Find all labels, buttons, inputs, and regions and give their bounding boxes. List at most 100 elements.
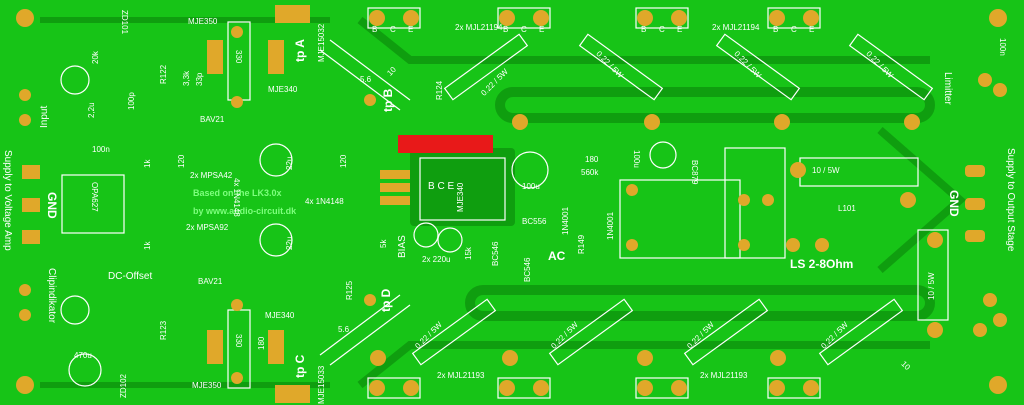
- pad: [231, 96, 243, 108]
- n4001b-label: 1N4001: [606, 211, 615, 240]
- input-conn-outline: [60, 65, 90, 95]
- pad: [512, 114, 528, 130]
- mount-hole-pad: [16, 9, 34, 27]
- l101-label: L101: [838, 204, 856, 213]
- pad: [978, 73, 992, 87]
- supply-os-label: Supply to Output Stage: [1005, 148, 1016, 252]
- input-pad: [19, 89, 31, 101]
- mje15032-label: MJE15032: [317, 23, 326, 62]
- emitter-resistors: [411, 33, 934, 366]
- opa627-label: OPA627: [90, 182, 99, 212]
- r180-a-label: 180: [585, 155, 599, 164]
- pin-c-b: C: [521, 25, 527, 34]
- pad: [769, 380, 785, 396]
- heatsink-d-outline: [767, 7, 821, 29]
- va-gnd-pad: [22, 198, 40, 212]
- r10-5w-right-outline: [917, 229, 949, 321]
- c2u2-label: 2,2u: [87, 102, 96, 118]
- pad: [774, 114, 790, 130]
- pad: [231, 372, 243, 384]
- n4148-top-label: 4x 1N4148: [232, 178, 241, 217]
- pad: [900, 192, 916, 208]
- mje340-bot-label: MJE340: [265, 311, 295, 320]
- pad: [973, 323, 987, 337]
- r120-b-label: 120: [177, 154, 186, 168]
- c100u-b-label: 100u: [632, 150, 641, 168]
- bav21-top-label: BAV21: [200, 115, 225, 124]
- n4001a-label: 1N4001: [561, 206, 570, 235]
- pin-b-d: B: [773, 25, 779, 34]
- pad: [231, 299, 243, 311]
- mje340-bce-label: B C E: [428, 181, 455, 192]
- zd102-label: ZD102: [119, 373, 128, 398]
- r022-4-outline: [848, 33, 934, 101]
- tp-a-label: tp A: [293, 39, 307, 62]
- pin-e-d: E: [809, 25, 815, 34]
- clip-conn-outline: [60, 295, 90, 325]
- pin-b-a: B: [372, 25, 378, 34]
- tp-b-label: tp B: [381, 88, 395, 112]
- mpsa92-label: 2x MPSA92: [186, 223, 229, 232]
- r330-bot-label: 330: [234, 334, 243, 348]
- copper-rail-bottom: [465, 285, 935, 321]
- gnd-left-label: GND: [45, 192, 59, 219]
- pad: [231, 26, 243, 38]
- tp-c-label: tp C: [293, 354, 307, 378]
- bias-label: BIAS: [397, 235, 408, 258]
- pad: [671, 380, 687, 396]
- r15k-label: 15k: [464, 247, 473, 260]
- copper-trace-bottom: [357, 341, 930, 389]
- pad: [499, 10, 515, 26]
- r125-label: R125: [345, 280, 354, 300]
- zd101-label: ZD101: [120, 10, 129, 35]
- pad: [983, 293, 997, 307]
- pad: [403, 380, 419, 396]
- pad: [626, 184, 638, 196]
- r180-b-label: 180: [257, 336, 266, 350]
- r1k-a-label: 1k: [143, 159, 152, 168]
- cap-220u-b-outline: [437, 227, 463, 253]
- pad: [786, 238, 800, 252]
- mje340-pad: [380, 170, 410, 179]
- bc556-label: BC556: [522, 217, 547, 226]
- pad: [803, 10, 819, 26]
- pin-c-c: C: [659, 25, 665, 34]
- va-gnd-pad: [22, 165, 40, 179]
- pad: [904, 114, 920, 130]
- heatsink-f-outline: [497, 377, 551, 399]
- pad: [993, 83, 1007, 97]
- r124-label: R124: [435, 80, 444, 100]
- va-gnd-pad: [22, 230, 40, 244]
- pad: [369, 10, 385, 26]
- pad: [364, 94, 376, 106]
- ls-label: LS 2-8Ohm: [790, 257, 854, 271]
- mje340-pad: [268, 330, 284, 364]
- pad: [790, 162, 806, 178]
- mount-hole-pad: [989, 376, 1007, 394]
- input-pad: [19, 114, 31, 126]
- cap-470u-outline: [68, 353, 102, 387]
- mje350-top-label: MJE350: [188, 17, 218, 26]
- mount-hole-pad: [989, 9, 1007, 27]
- mjl21193-b-label: 2x MJL21193: [700, 371, 748, 380]
- mje340-top-label: MJE340: [268, 85, 298, 94]
- r56-top-outline: [319, 39, 411, 111]
- cap-220u-a-outline: [413, 222, 439, 248]
- r20k-label: 20k: [91, 51, 100, 64]
- red-marker: [398, 135, 493, 153]
- r56-top-label: 5.6: [360, 75, 372, 84]
- pad: [502, 350, 518, 366]
- r5k-label: 5k: [379, 239, 388, 248]
- bc546a-label: BC546: [491, 241, 500, 266]
- heatsink-h-outline: [767, 377, 821, 399]
- pin-e-b: E: [539, 25, 545, 34]
- os-pad: [965, 198, 985, 210]
- pad: [927, 322, 943, 338]
- heatsink-e-outline: [367, 377, 421, 399]
- pad: [993, 313, 1007, 327]
- r022-1-outline: [443, 33, 529, 101]
- mje350-bot-label: MJE350: [192, 381, 222, 390]
- heatsink-g-outline: [635, 377, 689, 399]
